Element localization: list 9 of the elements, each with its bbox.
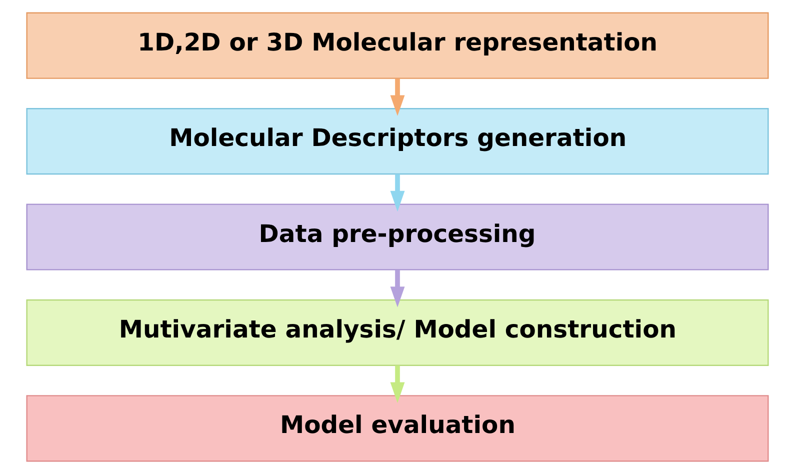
arrow [390, 174, 405, 212]
arrow [390, 78, 405, 116]
node-box: Model evaluation [26, 395, 769, 462]
node-box: Data pre-processing [26, 204, 769, 270]
node-box: Mutivariate analysis/ Model construction [26, 299, 769, 366]
arrow [390, 270, 405, 308]
arrow [390, 365, 405, 403]
node-box: Molecular Descriptors generation [26, 108, 769, 175]
node-box: 1D,2D or 3D Molecular representation [26, 12, 769, 79]
